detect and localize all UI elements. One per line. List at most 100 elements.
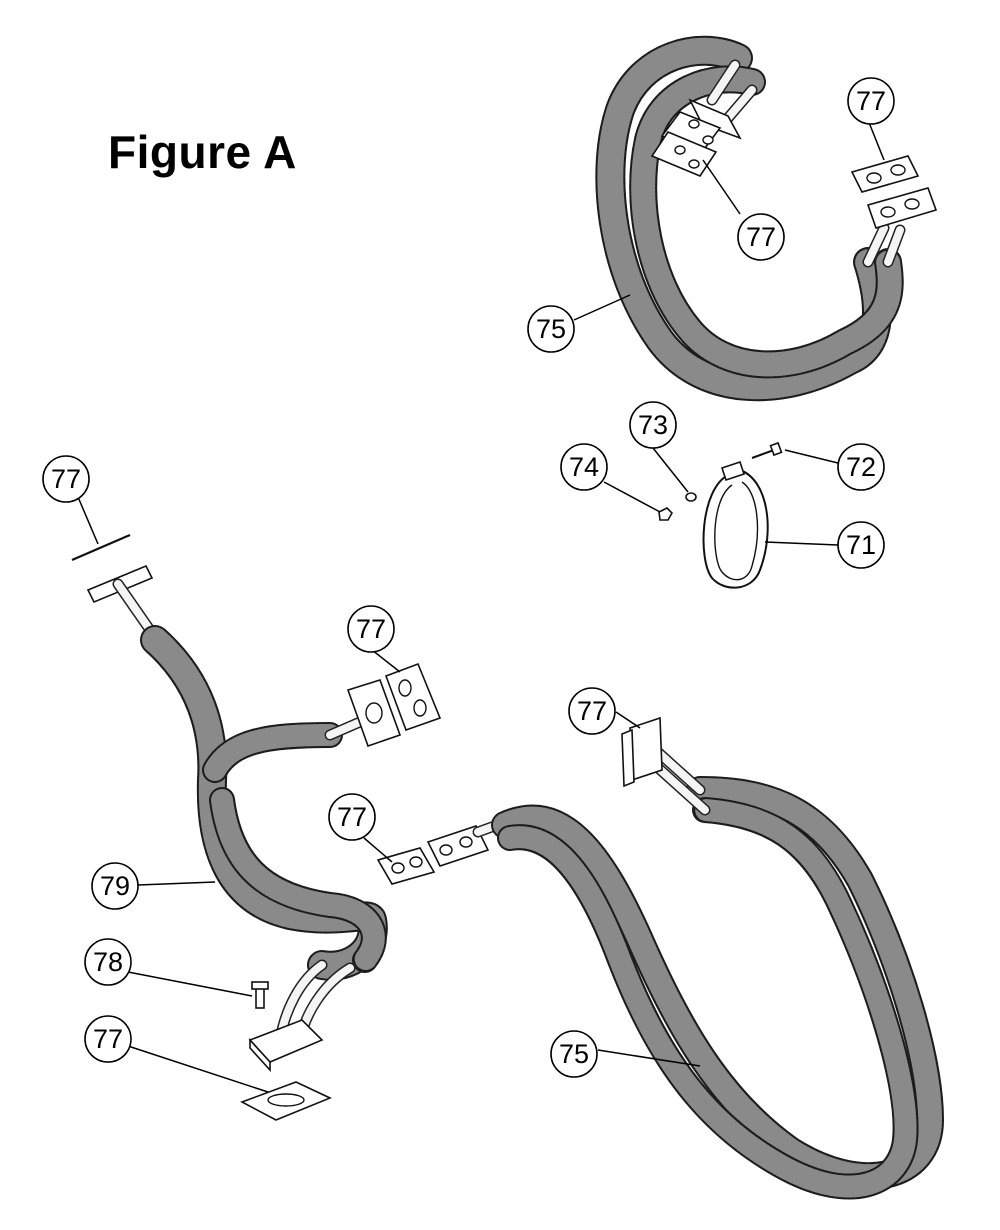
- top-hose-assembly: [595, 35, 938, 402]
- top-hose-outer-ribs: [597, 37, 890, 400]
- callout-circle: [837, 443, 885, 491]
- leader-77-mid: [371, 649, 401, 673]
- leader-77-center: [363, 837, 393, 863]
- callout-75: 75: [550, 1030, 598, 1078]
- left-hose-second-ribs: [204, 724, 385, 971]
- callout-circle: [568, 687, 616, 735]
- bottom-hose-assembly: [376, 716, 944, 1200]
- callout-73: 73: [629, 401, 677, 449]
- callout-number: 79: [100, 871, 130, 901]
- callout-77: 77: [847, 77, 895, 125]
- callout-71: 71: [837, 521, 885, 569]
- callout-77: 77: [737, 213, 785, 261]
- callout-78: 78: [84, 938, 132, 986]
- callout-72: 72: [837, 443, 885, 491]
- callout-75: 75: [527, 305, 575, 353]
- callout-number: 77: [93, 1024, 123, 1054]
- flange-hole: [459, 836, 473, 848]
- callout-77: 77: [84, 1015, 132, 1063]
- flange-hole: [880, 206, 896, 218]
- clamp-assembly: [658, 441, 783, 589]
- gasket-top-right: [850, 155, 920, 193]
- gasket-top-mid: [650, 131, 718, 177]
- leader-71: [764, 541, 839, 546]
- right-pipe-b-in: [884, 226, 904, 266]
- right-flange-pipe-b-in: [651, 761, 709, 814]
- gasket-hole: [391, 862, 405, 874]
- callout-number: 73: [638, 410, 668, 440]
- leader-75-top: [573, 294, 631, 321]
- callout-circle: [527, 305, 575, 353]
- gasket-hole: [688, 159, 700, 169]
- callout-77: 77: [568, 687, 616, 735]
- callout-number: 71: [846, 530, 876, 560]
- callout-number: 77: [356, 614, 386, 644]
- gasket-hole: [398, 679, 412, 697]
- flange-top-mid: [688, 98, 742, 140]
- callout-circle: [42, 455, 90, 503]
- leader-77-bottom-left: [127, 1045, 269, 1093]
- gasket-hole: [267, 1093, 305, 1107]
- callout-number: 77: [51, 464, 81, 494]
- callout-77: 77: [347, 605, 395, 653]
- flange-center: [426, 825, 490, 867]
- callout-circle: [550, 1030, 598, 1078]
- callout-circle: [560, 443, 608, 491]
- gasket-left-top-edge: [71, 533, 131, 562]
- callout-circle: [837, 521, 885, 569]
- callout-number: 77: [577, 696, 607, 726]
- callout-circle: [847, 77, 895, 125]
- nut-74: [658, 507, 673, 521]
- leader-72: [784, 449, 839, 464]
- gasket-hole: [674, 145, 686, 155]
- callout-74: 74: [560, 443, 608, 491]
- left-branch-pipe-in: [326, 718, 364, 739]
- bolt-72-head: [769, 441, 783, 457]
- leader-79: [137, 881, 216, 886]
- callout-number: 74: [569, 452, 599, 482]
- bolt-78-head: [251, 981, 269, 990]
- left-hose-assembly: [71, 533, 442, 1121]
- top-pipe-a-in: [708, 61, 739, 104]
- right-pipe-a-in: [864, 224, 888, 266]
- gasket-hole: [866, 172, 882, 184]
- flange-right-bottom: [629, 716, 663, 782]
- gasket-center: [376, 847, 436, 885]
- left-top-pipe-in: [114, 580, 154, 634]
- flange-hole: [365, 702, 383, 724]
- base-flange-side: [249, 1037, 271, 1073]
- flange-hole: [439, 844, 453, 856]
- leader-78: [127, 971, 253, 997]
- gasket-hole: [409, 856, 423, 868]
- callout-number: 77: [746, 222, 776, 252]
- flange-hole: [904, 198, 920, 210]
- clamp-band-inner: [714, 481, 759, 581]
- leader-73: [652, 447, 689, 493]
- figure-title: Figure A: [108, 126, 297, 178]
- callout-circle: [737, 213, 785, 261]
- leader-lines: [77, 119, 885, 1093]
- flange-top-right: [866, 187, 938, 229]
- leader-77-right-flange: [615, 711, 641, 729]
- flange-right-bottom-face: [621, 728, 635, 788]
- callout-number: 78: [93, 947, 123, 977]
- leader-74: [603, 481, 661, 513]
- leader-77-left-top: [77, 496, 99, 545]
- leader-75-bottom: [597, 1049, 701, 1067]
- callout-number: 75: [536, 314, 566, 344]
- callout-number: 77: [856, 86, 886, 116]
- callout-circle: [91, 862, 139, 910]
- flange-hole: [702, 135, 714, 145]
- bolt-72: [751, 449, 775, 459]
- callout-circle: [84, 938, 132, 986]
- callout-number: 75: [559, 1039, 589, 1069]
- callout-circle: [328, 793, 376, 841]
- leader-77-top-mid: [702, 159, 741, 215]
- top-pipe-b-in: [724, 86, 756, 122]
- callout-77: 77: [42, 455, 90, 503]
- washer-73: [685, 492, 697, 502]
- callout-79: 79: [91, 862, 139, 910]
- flange-hole: [688, 119, 700, 129]
